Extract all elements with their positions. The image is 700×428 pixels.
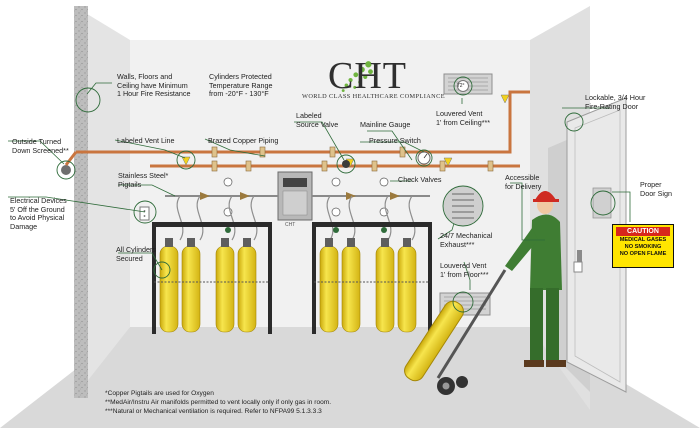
footnotes: *Copper Pigtails are used for Oxygen **M… (105, 389, 331, 416)
label-mainline-gauge: Mainline Gauge (360, 120, 411, 129)
flow-arrow-icon (333, 227, 339, 233)
label-check-valves: Check Valves (398, 175, 442, 184)
cylinder-rack (152, 222, 272, 227)
door-handle-icon (577, 250, 582, 264)
door (566, 97, 627, 393)
vent-line (76, 90, 530, 154)
label-stainless-pigtails: Stainless Steel*Pigtails (118, 171, 169, 189)
hand-truck (404, 269, 507, 395)
floor (0, 327, 700, 428)
logo-tagline: WORLD CLASS HEALTHCARE COMPLIANCE (302, 93, 445, 100)
caution-door-sign: CAUTION MEDICAL GASES NO SMOKING NO OPEN… (612, 224, 674, 268)
label-brazed-copper: Brazed Copper Piping (208, 136, 279, 145)
footnote: ***Natural or Mechanical ventilation is … (105, 408, 322, 415)
check-valve-icon (331, 207, 341, 217)
thermostat-readout: 72° (457, 83, 465, 89)
caution-line-no-open-flame: NO OPEN FLAME (619, 251, 667, 257)
wall-switch-icon (573, 261, 583, 273)
electrical-outlet-icon (139, 206, 150, 221)
footnote: **MedAir/Instru Air manifolds permitted … (105, 399, 332, 406)
thermostat-icon (457, 80, 469, 92)
logo-wordmark: CHT (328, 55, 407, 97)
valve-tag-icon (443, 157, 453, 167)
caution-line-no-smoking: NO SMOKING (624, 244, 662, 250)
valve-tag-icon (181, 156, 191, 166)
check-valve-icon (223, 177, 233, 187)
cylinders (159, 245, 417, 333)
outside-vent-cap-icon (61, 165, 71, 175)
check-valve-icon (331, 177, 341, 187)
source-valve-icon (342, 160, 350, 168)
label-vent-line: Labeled Vent Line (117, 136, 175, 145)
manifold-badge: CHT (285, 222, 296, 228)
cylinder-rack (312, 222, 432, 227)
caution-line-medical-gases: MEDICAL GASES (619, 237, 667, 243)
footnote: *Copper Pigtails are used for Oxygen (105, 390, 214, 397)
flow-arrow-icon (381, 227, 387, 233)
label-pressure-switch: Pressure Switch (369, 136, 421, 145)
valve-tag-icon (500, 94, 510, 104)
flow-arrow-icon (225, 227, 231, 233)
worker (505, 191, 566, 367)
check-valve-icon (379, 177, 389, 187)
cht-logo-icon (341, 61, 373, 93)
caution-header: CAUTION (616, 227, 670, 236)
